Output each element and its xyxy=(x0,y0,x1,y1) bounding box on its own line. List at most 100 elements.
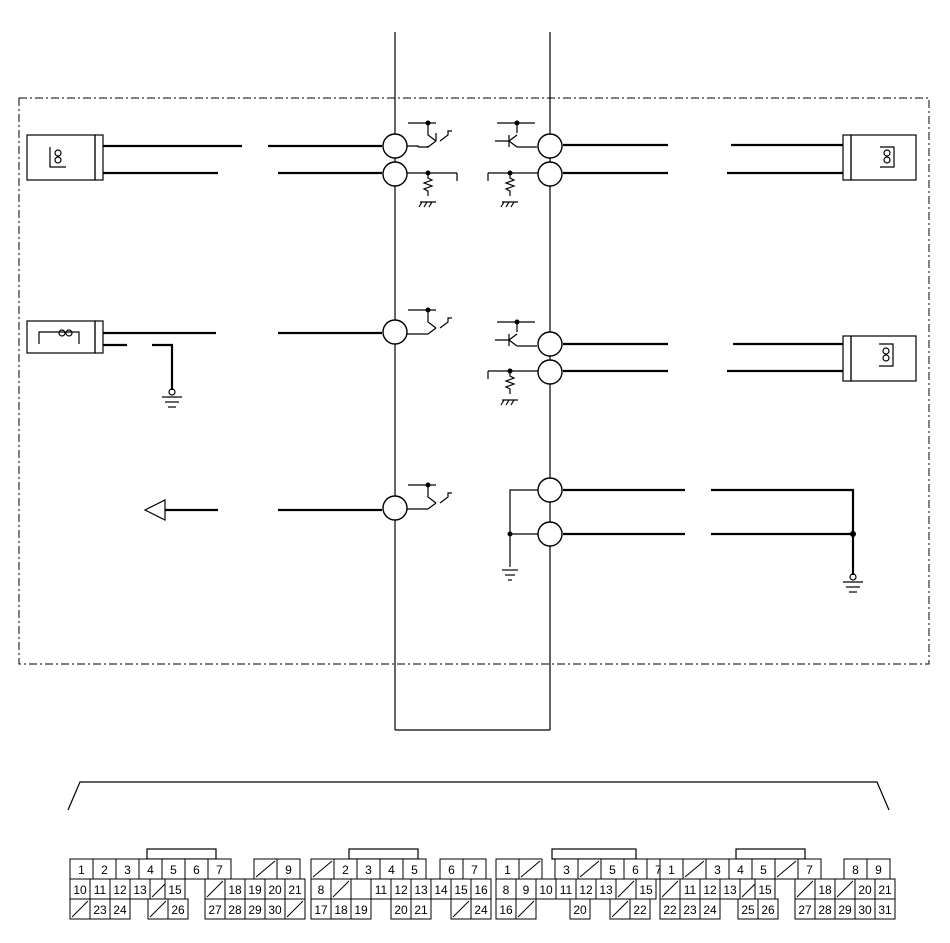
blank-pin-slash xyxy=(611,900,629,918)
pin-number: 23 xyxy=(93,903,107,917)
pin-number: 16 xyxy=(474,883,488,897)
pin-cell: 6 xyxy=(184,858,209,880)
terminal-right-4 xyxy=(537,359,563,385)
pin-number: 21 xyxy=(288,883,302,897)
terminal-left-4 xyxy=(382,495,408,521)
solenoid-right-middle xyxy=(563,335,917,382)
pin-number: 13 xyxy=(599,883,613,897)
pin-cell: 15 xyxy=(450,878,472,900)
pin-cell: 5 xyxy=(402,858,427,880)
pin-cell: 26 xyxy=(167,898,189,920)
pin-cell: 5 xyxy=(161,858,186,880)
pin-cell: 12 xyxy=(575,878,597,900)
pin-number: 15 xyxy=(454,883,468,897)
pin-cell: 30 xyxy=(854,898,876,920)
pin-number: 3 xyxy=(124,863,131,877)
pin-number: 8 xyxy=(503,883,510,897)
pin-number: 11 xyxy=(375,883,388,897)
pin-cell xyxy=(774,858,799,880)
pin-cell: 20 xyxy=(264,878,286,900)
pin-number: 28 xyxy=(228,903,242,917)
pin-cell: 11 xyxy=(679,878,701,900)
pin-cell: 28 xyxy=(224,898,246,920)
pin-number: 31 xyxy=(878,903,892,917)
blank-pin-slash xyxy=(255,860,276,878)
pin-number: 7 xyxy=(655,863,662,877)
blank-pin-slash xyxy=(71,900,89,918)
pin-number: 19 xyxy=(354,903,368,917)
connector-bracket xyxy=(67,781,890,811)
pin-cell: 3 xyxy=(115,858,140,880)
pin-cell: 22 xyxy=(629,898,651,920)
pin-cell xyxy=(615,878,637,900)
pin-cell: 15 xyxy=(754,878,776,900)
pin-cell: 3 xyxy=(356,858,381,880)
pin-number: 12 xyxy=(113,883,127,897)
pin-cell: 2 xyxy=(333,858,358,880)
pin-number: 27 xyxy=(798,903,812,917)
pin-number: 4 xyxy=(388,863,395,877)
pin-cell: 6 xyxy=(439,858,464,880)
pin-cell: 30 xyxy=(264,898,286,920)
pin-number: 30 xyxy=(268,903,282,917)
pin-number: 22 xyxy=(633,903,647,917)
pin-number: 14 xyxy=(434,883,448,897)
pin-number: 2 xyxy=(101,863,108,877)
blank-pin-slash xyxy=(332,880,350,898)
pin-cell: 12 xyxy=(390,878,412,900)
pin-cell: 4 xyxy=(728,858,753,880)
blank-pin-slash xyxy=(579,860,600,878)
pin-number: 5 xyxy=(411,863,418,877)
pin-number: 15 xyxy=(168,883,182,897)
pin-cell xyxy=(682,858,707,880)
pin-cell: 7 xyxy=(797,858,822,880)
pin-cell xyxy=(284,898,306,920)
pin-cell: 11 xyxy=(555,878,577,900)
pin-number: 20 xyxy=(268,883,282,897)
solenoid-right-top xyxy=(563,134,917,181)
pin-cell: 20 xyxy=(854,878,876,900)
pin-cell: 20 xyxy=(390,898,412,920)
terminal-right-3 xyxy=(537,331,563,357)
pin-cell: 11 xyxy=(370,878,392,900)
blank-pin-slash xyxy=(517,900,535,918)
pin-number: 11 xyxy=(94,883,107,897)
pin-cell: 12 xyxy=(699,878,721,900)
terminal-right-5 xyxy=(537,477,563,503)
pin-number: 5 xyxy=(170,863,177,877)
pin-cell: 23 xyxy=(679,898,701,920)
blank-pin-slash xyxy=(286,900,304,918)
pin-number: 4 xyxy=(737,863,744,877)
pin-number: 10 xyxy=(539,883,553,897)
pin-cell: 23 xyxy=(89,898,111,920)
pin-number: 28 xyxy=(818,903,832,917)
pin-cell: 13 xyxy=(719,878,741,900)
pin-number: 5 xyxy=(609,863,616,877)
terminal-right-6 xyxy=(537,521,563,547)
pin-number: 23 xyxy=(683,903,697,917)
connector-latches xyxy=(146,848,806,860)
pin-cell xyxy=(834,878,856,900)
pin-cell: 15 xyxy=(635,878,657,900)
pin-number: 12 xyxy=(703,883,717,897)
pin-cell: 29 xyxy=(834,898,856,920)
pin-cell: 15 xyxy=(164,878,186,900)
pin-cell: 27 xyxy=(794,898,816,920)
pin-number: 20 xyxy=(573,903,587,917)
pin-cell: 4 xyxy=(379,858,404,880)
pin-cell: 24 xyxy=(699,898,721,920)
pin-cell: 20 xyxy=(569,898,591,920)
pin-cell: 9 xyxy=(866,858,891,880)
terminal-left-1 xyxy=(382,133,408,159)
blank-pin-slash xyxy=(796,880,814,898)
pin-number: 29 xyxy=(838,903,852,917)
blank-pin-slash xyxy=(452,900,470,918)
pin-cell: 18 xyxy=(224,878,246,900)
pin-cell: 9 xyxy=(515,878,537,900)
pin-number: 18 xyxy=(818,883,832,897)
pin-number: 27 xyxy=(208,903,222,917)
pin-number: 15 xyxy=(758,883,772,897)
pin-cell: 13 xyxy=(595,878,617,900)
blank-pin-slash xyxy=(617,880,635,898)
pin-cell: 18 xyxy=(814,878,836,900)
